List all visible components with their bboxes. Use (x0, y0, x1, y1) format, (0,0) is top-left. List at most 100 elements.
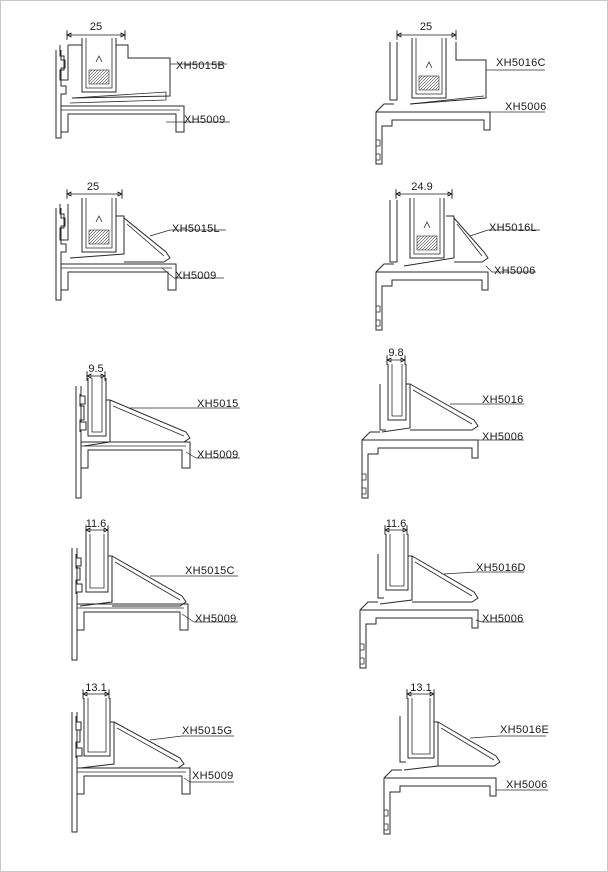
section-r4-left (71, 525, 238, 661)
sash-wall (377, 554, 384, 599)
dimension-label-r1-right: 25 (419, 21, 433, 33)
section-r5-right (383, 689, 548, 835)
frame-sill (61, 263, 177, 291)
profile-label-r1-left-top: XH5015B (176, 60, 226, 72)
sloped-bead (409, 383, 479, 431)
profile-label-r2-left-bottom: XH5009 (175, 270, 217, 282)
leader-line (161, 267, 175, 279)
sash-wall (399, 716, 406, 763)
frame-hook (376, 139, 381, 161)
glass-pane (87, 378, 107, 437)
frame-lip (361, 431, 380, 441)
seal-hatch (418, 75, 440, 91)
frame-sill (61, 105, 185, 133)
sash-bottom (403, 215, 455, 267)
profile-label-r5-right-top: XH5016E (500, 724, 550, 736)
seal-peak (95, 55, 103, 63)
section-r2-left (55, 189, 226, 301)
frame-sill (77, 767, 191, 795)
frame-sill (77, 603, 189, 631)
frame-hook (384, 809, 389, 831)
sash-wall (75, 554, 81, 594)
frame-wall (55, 208, 67, 301)
sash-wall (379, 384, 386, 431)
frame-body (359, 609, 479, 669)
glass-pane (407, 698, 435, 759)
seal-peak (95, 215, 103, 223)
profile-label-r4-right-top: XH5016D (476, 562, 526, 574)
leader-line (469, 735, 501, 739)
glass-inner (415, 38, 443, 95)
glass-pane (81, 198, 117, 253)
glass-pane (411, 38, 447, 99)
profile-label-r3-right-bottom: XH5006 (482, 431, 524, 443)
glass-inner (85, 38, 113, 89)
frame-wall (71, 712, 83, 833)
glass-inner (87, 698, 107, 753)
profile-label-r1-right-bottom: XH5006 (505, 101, 547, 113)
seal-hatch (88, 229, 110, 245)
dimension-label-r5-right: 13.1 (410, 682, 432, 694)
sash-profile (409, 42, 487, 105)
dimension-arrow (396, 32, 457, 38)
profile-label-r3-left-top: XH5015 (197, 398, 239, 410)
frame-body (375, 271, 489, 331)
dimension-arrow (406, 691, 435, 697)
profile-label-r4-left-bottom: XH5009 (195, 613, 237, 625)
sloped-bead-inner (412, 389, 473, 425)
dimension-arrow (82, 691, 110, 697)
dimension-label-r5-left: 13.1 (85, 682, 107, 694)
sloped-bead (113, 721, 185, 769)
profile-label-r2-right-top: XH5016L (489, 222, 537, 234)
leader-line (185, 451, 197, 459)
frame-wall (55, 50, 67, 139)
profile-label-r5-left-top: XH5015G (182, 725, 233, 737)
sash-wall (389, 42, 398, 101)
dimension-label-r2-left: 25 (86, 181, 100, 193)
sloped-bead-inner (414, 561, 473, 597)
frame-wall (71, 548, 83, 661)
profile-label-r4-left-top: XH5015C (185, 565, 235, 577)
glass-inner (411, 698, 431, 755)
frame-lip (383, 769, 402, 779)
glass-inner (389, 534, 405, 587)
sash-wall (75, 716, 81, 758)
profile-label-r1-right-top: XH5016C (496, 57, 546, 69)
dimension-label-r1-left: 25 (89, 21, 103, 33)
glass-pane (83, 698, 111, 757)
sash-bottom (69, 215, 125, 259)
leader-line (443, 571, 477, 575)
dimension-arrow (386, 357, 406, 363)
glass-pane (81, 38, 117, 93)
sloped-bead-inner (126, 223, 165, 257)
frame-lip (375, 103, 394, 113)
section-r2-right (375, 189, 540, 331)
seal-hatch (416, 235, 438, 251)
section-r3-right (361, 355, 524, 499)
profile-label-r3-left-bottom: XH5009 (197, 449, 239, 461)
leader-line (149, 229, 171, 237)
sash-bottom (79, 721, 115, 769)
frame-body (383, 777, 497, 835)
seal-hatch (88, 69, 110, 85)
dimension-arrow (66, 32, 126, 38)
sloped-bead-inner (114, 561, 181, 601)
sloped-bead (437, 721, 501, 767)
glass-pane (409, 198, 445, 259)
dimension-arrow (384, 527, 408, 533)
leader-line (469, 229, 489, 237)
glass-inner (85, 198, 113, 249)
sash-bottom (79, 555, 113, 607)
dimension-label-r2-right: 24.9 (411, 181, 433, 193)
dimension-label-r4-right: 11.6 (385, 518, 407, 530)
dimension-label-r4-left: 11.6 (85, 518, 107, 530)
dimension-arrow (85, 527, 109, 533)
frame-hook (360, 643, 365, 665)
seal-peak (425, 61, 433, 69)
glass-pane (385, 534, 409, 591)
dimension-label-r3-right: 9.8 (388, 347, 404, 359)
frame-body (375, 111, 491, 165)
glass-inner (89, 534, 105, 589)
dimension-arrow (86, 373, 106, 379)
